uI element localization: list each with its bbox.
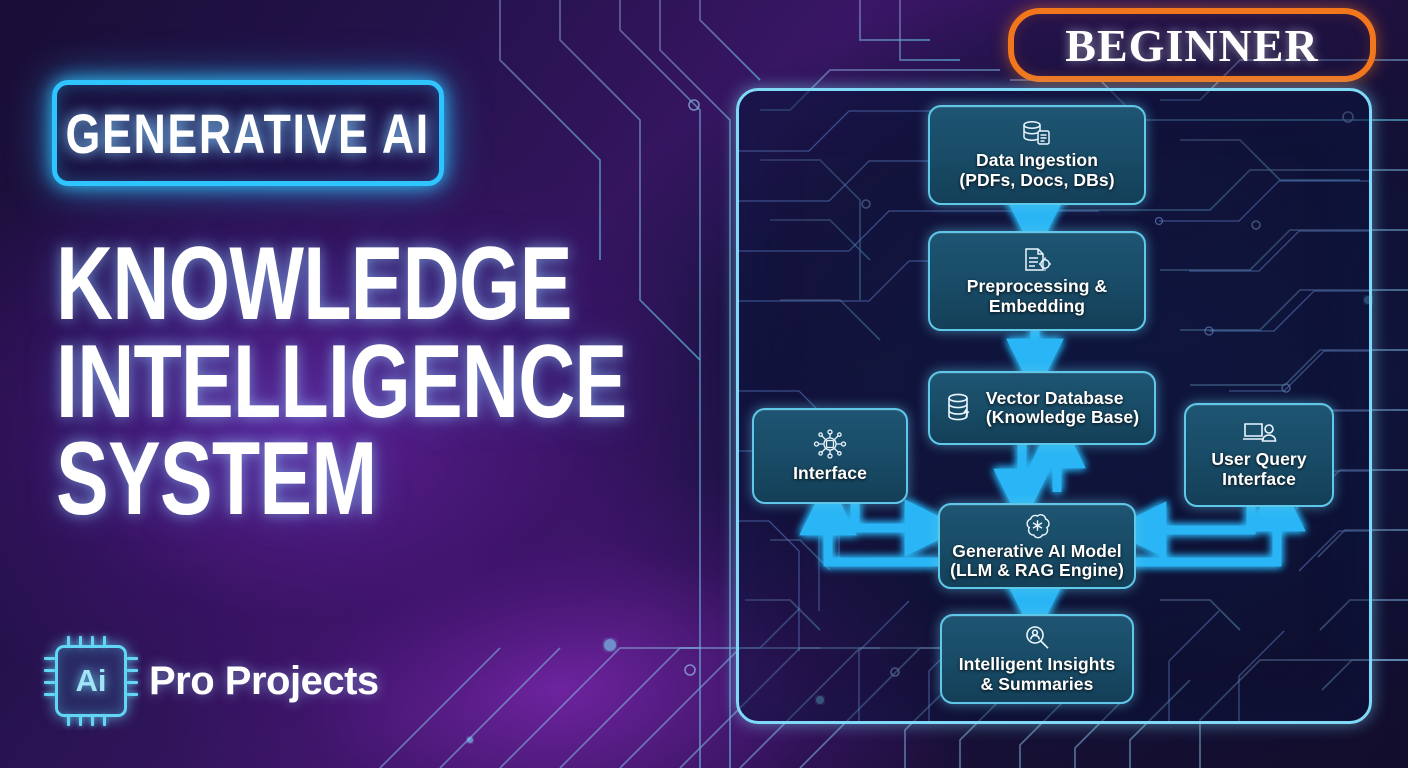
node-label-line2: (Knowledge Base) [985,407,1140,427]
node-vector-database[interactable]: Vector Database (Knowledge Base) [928,371,1156,445]
chip-label: Ai [75,663,107,698]
difficulty-label: BEGINNER [1065,19,1319,71]
node-label-line1: Intelligent Insights [958,654,1116,675]
node-label-line1: Preprocessing & [966,276,1108,297]
headline-line-3: SYSTEM [56,421,377,538]
brand-name: Pro Projects [149,658,379,703]
node-label-line1: Vector Database [985,387,1124,408]
node-user-query-interface[interactable]: User Query Interface [1184,403,1334,507]
node-label-line1: Interface [793,462,867,483]
ai-chip-icon: Ai [44,636,138,726]
node-generative-ai-model[interactable]: Generative AI Model (LLM & RAG Engine) [938,503,1136,589]
headline-line-2: INTELLIGENCE [56,323,627,440]
generative-ai-label: GENERATIVE AI [65,101,431,165]
node-label-line1: Generative AI Model [952,540,1122,561]
page-title: KNOWLEDGE INTELLIGENCE SYSTEM [56,226,716,538]
magnifier-user-icon [1023,624,1051,652]
database-bolt-icon [945,391,977,425]
node-label-line2: (PDFs, Docs, DBs) [959,169,1115,190]
node-label-line2: Embedding [988,295,1086,316]
node-data-ingestion[interactable]: Data Ingestion (PDFs, Docs, DBs) [928,105,1146,205]
node-interface[interactable]: Interface [752,408,908,504]
document-gear-icon [1021,246,1053,274]
database-document-icon [1020,120,1054,148]
node-label-line1: Data Ingestion [976,150,1098,171]
ai-network-chip-icon [812,429,848,461]
node-label-line1: User Query [1211,449,1307,470]
brand-logo: Ai Pro Projects [44,636,379,726]
generative-ai-eyebrow-badge: GENERATIVE AI [52,80,444,186]
node-label-line2: Interface [1222,468,1296,489]
left-title-column: GENERATIVE AI KNOWLEDGE INTELLIGENCE SYS… [44,80,716,726]
node-intelligent-insights[interactable]: Intelligent Insights & Summaries [940,614,1134,704]
node-label-line2: & Summaries [980,673,1094,694]
node-preprocessing-embedding[interactable]: Preprocessing & Embedding [928,231,1146,331]
monitor-user-icon [1241,421,1277,447]
node-label-line2: (LLM & RAG Engine) [950,560,1124,580]
headline-line-1: KNOWLEDGE [56,226,572,342]
openai-swirl-icon [1024,512,1051,539]
difficulty-badge: BEGINNER [1008,8,1376,82]
